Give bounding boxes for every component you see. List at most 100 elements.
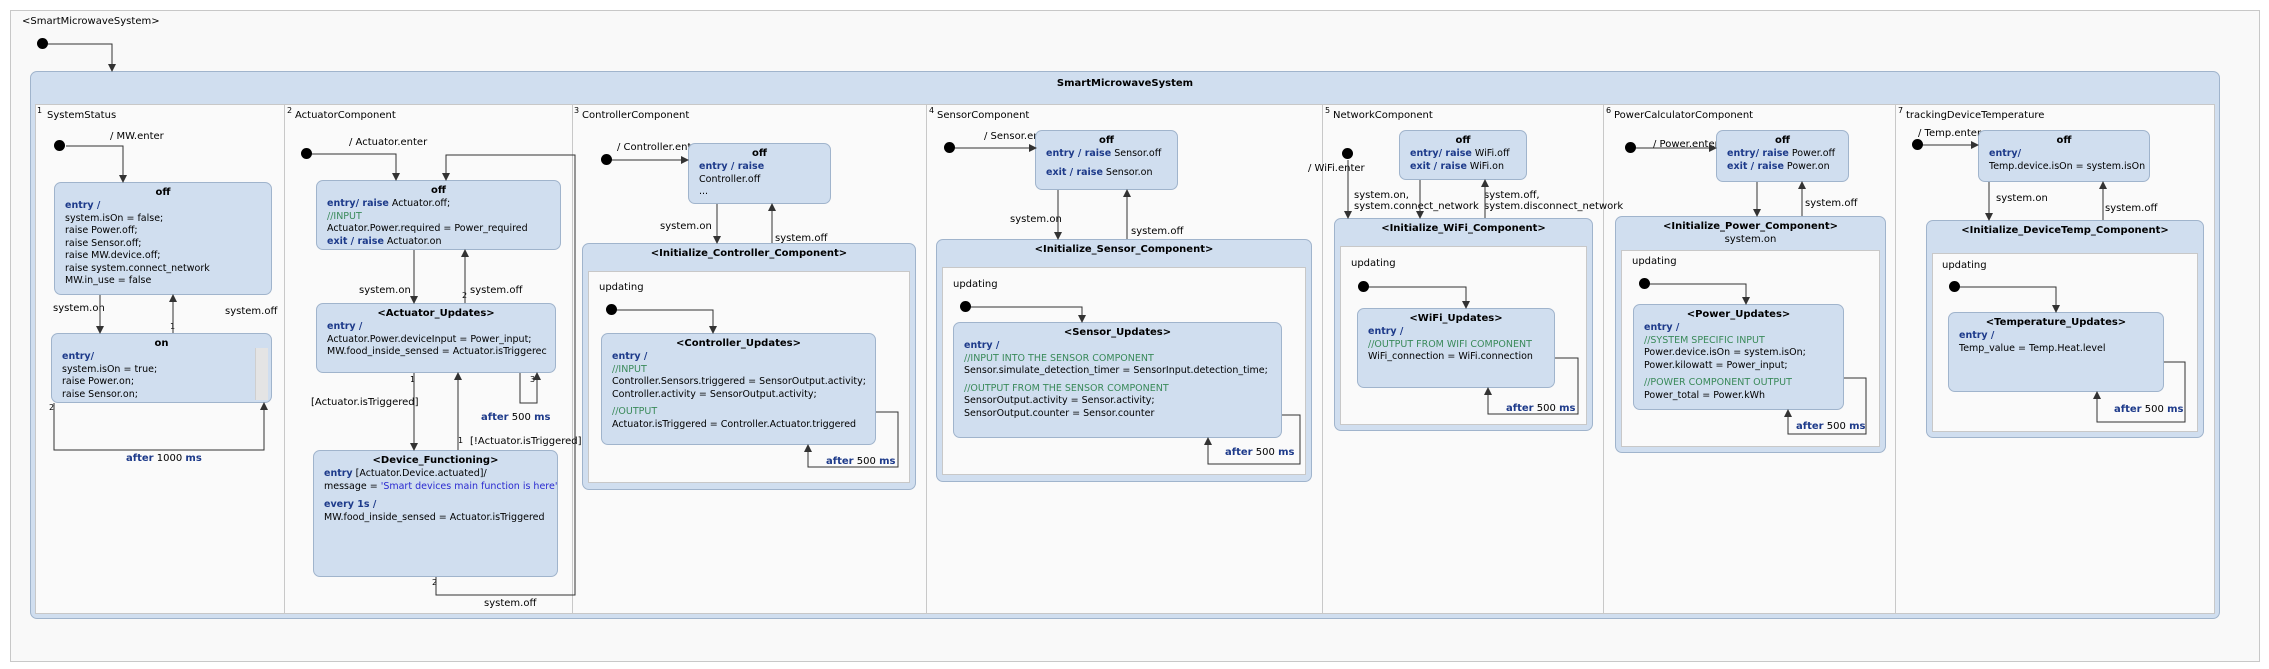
- transition-label: system.on: [660, 221, 712, 232]
- timer-label: after 500 ms: [481, 412, 551, 423]
- transition-label: / Sensor.enter: [984, 131, 1054, 142]
- transition-label: / Power.enter: [1653, 139, 1719, 150]
- inner-region-name: updating: [1632, 256, 1677, 267]
- state-actuator-updates[interactable]: <Actuator_Updates> entry / Actuator.Powe…: [316, 303, 556, 373]
- initial-pseudostate: [37, 38, 48, 49]
- transition-label: system.off: [1805, 198, 1858, 209]
- region-divider: [284, 104, 285, 614]
- region-name-tracking: trackingDeviceTemperature: [1906, 110, 2045, 121]
- region-divider: [1603, 104, 1604, 614]
- state-power-off[interactable]: off entry/ raise Power.off exit / raise …: [1716, 130, 1849, 182]
- statechart-title: <SmartMicrowaveSystem>: [22, 16, 160, 27]
- transition-edge: [1784, 377, 1867, 435]
- timer-label: after 500 ms: [1796, 421, 1866, 432]
- inner-region-name: updating: [953, 279, 998, 290]
- transition-label: system.off,: [1484, 190, 1540, 201]
- state-off[interactable]: off entry / system.isOn = false; raise P…: [54, 182, 272, 295]
- transition-edge: [2093, 361, 2186, 423]
- region-divider: [572, 104, 573, 614]
- timer-label: after 1000 ms: [126, 453, 202, 464]
- timer-label: after 500 ms: [2114, 404, 2184, 415]
- state-power-updates[interactable]: <Power_Updates> entry / //SYSTEM SPECIFI…: [1633, 304, 1844, 410]
- region-divider: [926, 104, 927, 614]
- transition-label: / Actuator.enter: [349, 137, 428, 148]
- inner-region-name: updating: [599, 282, 644, 293]
- transition-edge: [53, 402, 268, 451]
- transition-edge: [519, 372, 541, 404]
- transition-edge: [1369, 286, 1470, 309]
- state-sensor-updates[interactable]: <Sensor_Updates> entry / //INPUT INTO TH…: [953, 322, 1282, 438]
- transition-edge: [1484, 357, 1579, 415]
- initial-pseudostate: [301, 148, 312, 159]
- initial-pseudostate: [54, 140, 65, 151]
- transition-edge: [66, 145, 127, 183]
- transition-guard: [Actuator.isTriggered]: [311, 397, 419, 408]
- transition-label: system.off: [775, 233, 828, 244]
- region-number: 1: [37, 106, 43, 115]
- initial-pseudostate: [606, 304, 617, 315]
- transition-label: system.on: [1996, 193, 2048, 204]
- region-divider: [1322, 104, 1323, 614]
- initial-pseudostate: [1912, 139, 1923, 150]
- state-title: SmartMicrowaveSystem: [1056, 78, 1194, 89]
- transition-edge: [435, 154, 576, 596]
- region-name-systemstatus: SystemStatus: [47, 110, 117, 121]
- state-wifi-off[interactable]: off entry/ raise WiFi.off exit / raise W…: [1399, 130, 1527, 180]
- region-name-actuator: ActuatorComponent: [295, 110, 396, 121]
- transition-edge: [312, 153, 400, 181]
- region-number: 6: [1606, 106, 1612, 115]
- timer-label: after 500 ms: [826, 456, 896, 467]
- transition-label: system.disconnect_network: [1484, 201, 1624, 212]
- state-wifi-updates[interactable]: <WiFi_Updates> entry / //OUTPUT FROM WIF…: [1357, 308, 1555, 388]
- inner-region-name: updating: [1942, 260, 1987, 271]
- initial-pseudostate: [1342, 148, 1353, 159]
- transition-edge: [1204, 414, 1301, 465]
- transition-label: system.off: [470, 285, 523, 296]
- initial-pseudostate: [601, 154, 612, 165]
- state-controller-updates[interactable]: <Controller_Updates> entry / //INPUT Con…: [601, 333, 876, 445]
- region-number: 4: [929, 106, 935, 115]
- transition-edge: [971, 306, 1086, 323]
- initial-pseudostate: [960, 301, 971, 312]
- region-name-controller: ControllerComponent: [582, 110, 690, 121]
- transition-label: system.off: [1131, 226, 1184, 237]
- state-temp-off[interactable]: off entry/ Temp.device.isOn = system.isO…: [1978, 130, 2150, 182]
- transition-label: system.on: [1724, 234, 1777, 245]
- region-name-power: PowerCalculatorComponent: [1614, 110, 1754, 121]
- transition-label: system.on: [359, 285, 411, 296]
- state-device-functioning[interactable]: <Device_Functioning> entry [Actuator.Dev…: [313, 450, 558, 577]
- transition-label: system.off: [484, 598, 537, 609]
- transition-label: system.on: [1010, 214, 1062, 225]
- transition-edge: [48, 43, 116, 72]
- state-actuator-off[interactable]: off entry/ raise Actuator.off; //INPUT A…: [316, 180, 561, 250]
- region-name-sensor: SensorComponent: [937, 110, 1030, 121]
- scrollbar[interactable]: [255, 348, 268, 400]
- region-number: 2: [287, 106, 293, 115]
- initial-pseudostate: [1949, 281, 1960, 292]
- state-sensor-off[interactable]: off entry / raise Sensor.off exit / rais…: [1035, 130, 1178, 190]
- region-number: 5: [1325, 106, 1331, 115]
- inner-region-name: updating: [1351, 258, 1396, 269]
- transition-label: / MW.enter: [110, 131, 164, 142]
- transition-label: system.on: [53, 303, 105, 314]
- transition-label: system.on,: [1354, 190, 1409, 201]
- region-name-network: NetworkComponent: [1333, 110, 1433, 121]
- transition-edge: [1960, 286, 2060, 313]
- initial-pseudostate: [1625, 142, 1636, 153]
- transition-label: system.off: [2105, 203, 2158, 214]
- timer-label: after 500 ms: [1506, 403, 1576, 414]
- state-controller-off[interactable]: off entry / raise Controller.off ...: [688, 143, 831, 204]
- initial-pseudostate: [1358, 281, 1369, 292]
- transition-label: system.off: [225, 306, 278, 317]
- transition-label: / Temp.enter: [1918, 128, 1982, 139]
- state-on[interactable]: on entry/ system.isOn = true; raise Powe…: [51, 333, 272, 403]
- transition-label: system.connect_network: [1354, 201, 1479, 212]
- initial-pseudostate: [1639, 278, 1650, 289]
- transition-guard: [!Actuator.isTriggered]: [470, 436, 582, 447]
- region-number: 3: [574, 106, 580, 115]
- transition-edge: [617, 309, 717, 334]
- transition-label: / Controller.enter: [617, 142, 702, 153]
- region-divider: [1895, 104, 1896, 614]
- transition-edge: [804, 411, 899, 468]
